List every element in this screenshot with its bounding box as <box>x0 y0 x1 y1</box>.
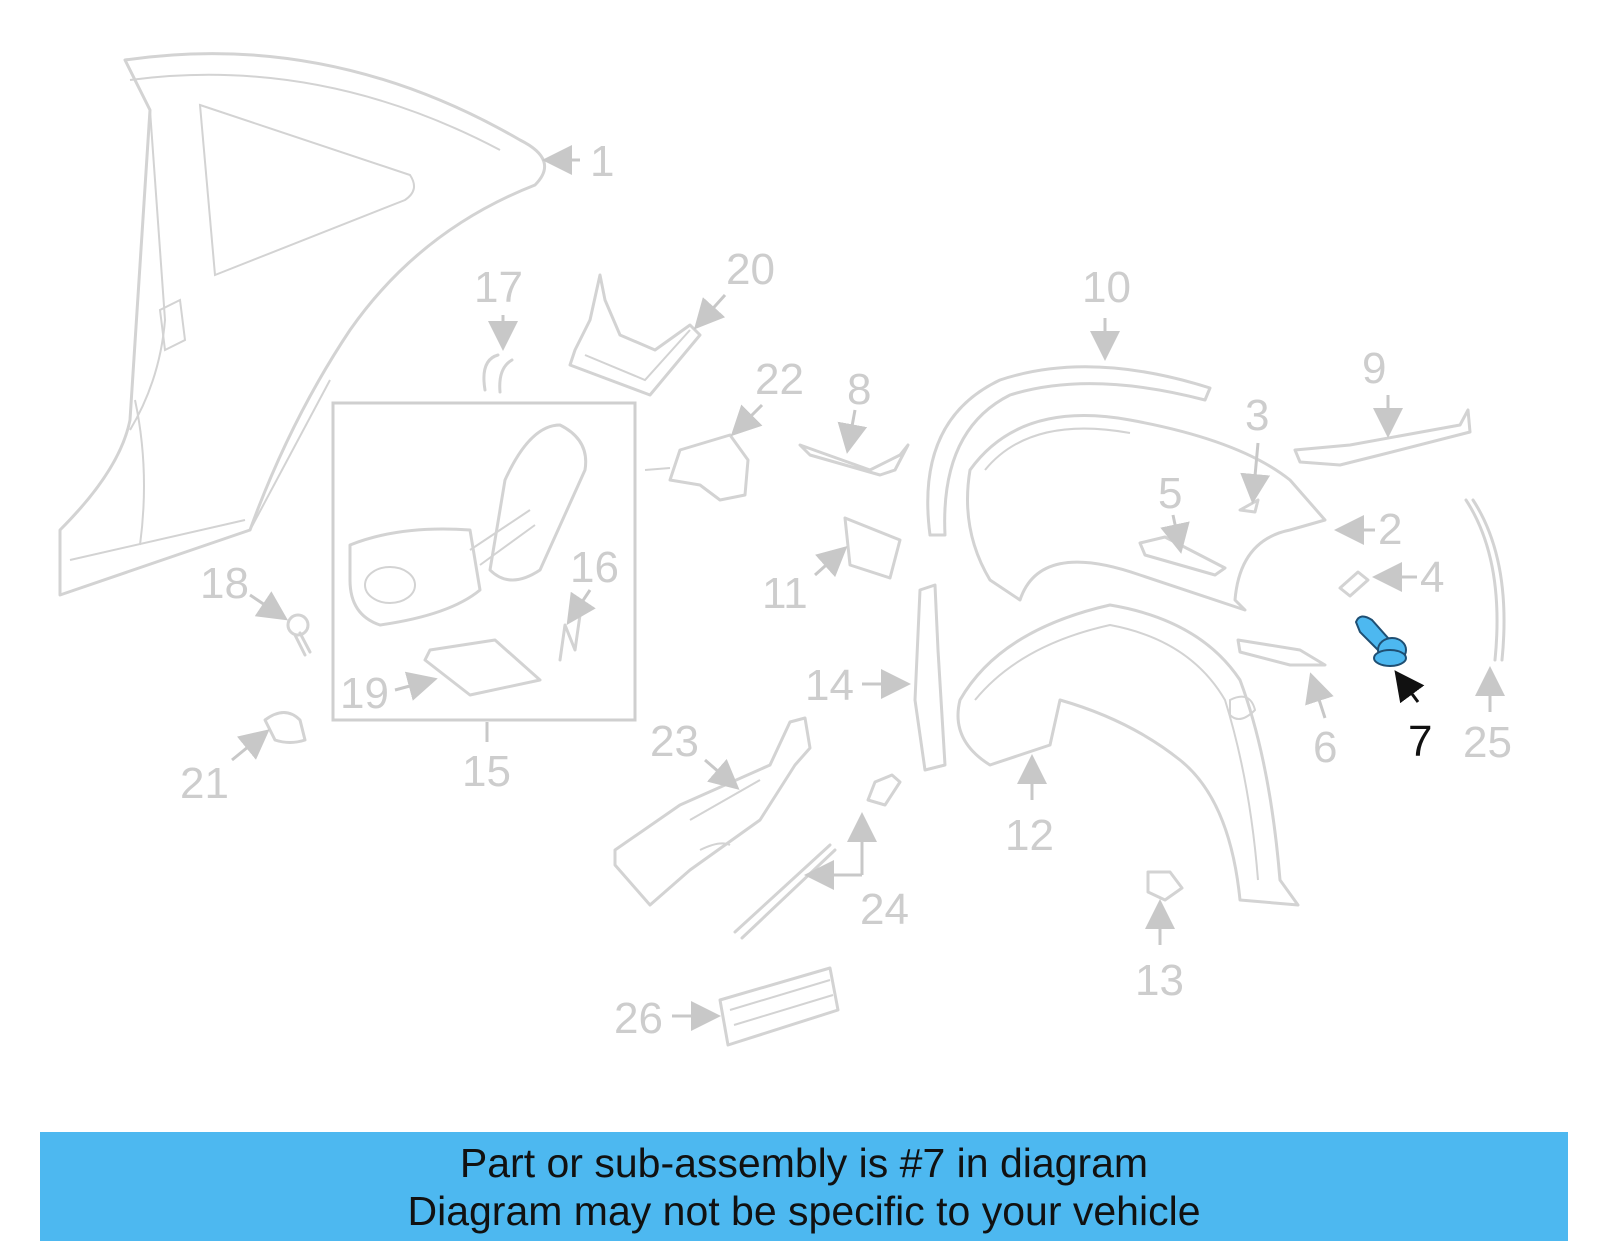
actuator-part-22 <box>644 433 750 502</box>
callout-1: 1 <box>542 137 614 186</box>
callout-9: 9 <box>1362 344 1403 438</box>
svg-text:8: 8 <box>847 365 871 414</box>
callout-10: 10 <box>1082 263 1131 361</box>
callout-2: 2 <box>1334 505 1402 554</box>
bracket-part-6 <box>1236 638 1327 667</box>
callout-14: 14 <box>805 661 911 710</box>
svg-text:25: 25 <box>1463 718 1512 767</box>
callout-20: 20 <box>693 245 775 330</box>
callout-12: 12 <box>1005 754 1054 860</box>
callout-23: 23 <box>650 717 740 790</box>
callout-6: 6 <box>1305 672 1337 772</box>
svg-text:1: 1 <box>590 137 614 186</box>
svg-text:3: 3 <box>1245 391 1269 440</box>
svg-text:13: 13 <box>1135 956 1184 1005</box>
caption-bar: Part or sub-assembly is #7 in diagram Di… <box>40 1132 1568 1241</box>
svg-text:23: 23 <box>650 717 699 766</box>
callout-5: 5 <box>1158 469 1190 554</box>
highlighted-screw-part-7 <box>1354 615 1407 667</box>
svg-text:9: 9 <box>1362 344 1386 393</box>
molding-part-10 <box>926 365 1212 537</box>
callout-26: 26 <box>614 994 721 1043</box>
clip-part-13 <box>1146 870 1184 902</box>
callout-8: 8 <box>837 365 871 454</box>
callout-17: 17 <box>474 263 523 351</box>
svg-text:10: 10 <box>1082 263 1131 312</box>
svg-text:24: 24 <box>860 885 909 934</box>
liner-part-2 <box>966 414 1327 612</box>
callout-25: 25 <box>1463 666 1512 767</box>
fuel-door-assembly-part-15 <box>331 401 637 722</box>
svg-text:18: 18 <box>200 559 249 608</box>
svg-text:4: 4 <box>1420 553 1444 602</box>
screw-part-18 <box>286 613 312 657</box>
callout-13: 13 <box>1135 899 1184 1005</box>
svg-text:6: 6 <box>1313 723 1337 772</box>
svg-text:17: 17 <box>474 263 523 312</box>
clip-part-3 <box>1238 498 1260 514</box>
svg-text:26: 26 <box>614 994 663 1043</box>
callout-19: 19 <box>340 669 438 718</box>
callout-7: 7 <box>1394 670 1432 766</box>
parts-diagram: 1 20 17 15 16 19 <box>58 52 1512 1047</box>
callout-21: 21 <box>180 729 270 808</box>
svg-text:2: 2 <box>1378 505 1402 554</box>
callout-18: 18 <box>200 559 288 621</box>
bracket-part-8 <box>798 443 910 477</box>
callout-16: 16 <box>566 543 619 625</box>
bracket-part-23 <box>613 716 812 907</box>
bracket-part-9 <box>1293 408 1472 467</box>
callout-24: 24 <box>804 812 909 934</box>
svg-text:11: 11 <box>762 569 808 618</box>
callout-15: 15 <box>462 722 511 796</box>
callout-4: 4 <box>1372 553 1444 602</box>
clip-part-17 <box>482 353 514 394</box>
clip-part-21 <box>263 711 307 744</box>
seal-part-25 <box>1464 498 1506 662</box>
callout-22: 22 <box>730 355 804 437</box>
caption-line-2: Diagram may not be specific to your vehi… <box>407 1187 1201 1234</box>
svg-text:14: 14 <box>805 661 854 710</box>
panel-part-11 <box>843 516 902 580</box>
bracket-part-5 <box>1138 535 1227 577</box>
svg-text:20: 20 <box>726 245 775 294</box>
caption-line-1: Part or sub-assembly is #7 in diagram <box>459 1139 1149 1186</box>
svg-text:16: 16 <box>570 543 619 592</box>
wheelhouse-liner-part-12 <box>956 603 1300 907</box>
molding-part-14 <box>913 583 947 772</box>
svg-text:15: 15 <box>462 747 511 796</box>
svg-text:12: 12 <box>1005 811 1054 860</box>
svg-text:21: 21 <box>180 759 229 808</box>
quarter-panel-part-1 <box>58 52 546 597</box>
svg-text:5: 5 <box>1158 469 1182 518</box>
bracket-part-20 <box>568 273 702 397</box>
callout-3: 3 <box>1240 391 1271 504</box>
callout-11: 11 <box>762 546 848 618</box>
svg-text:7: 7 <box>1408 717 1432 766</box>
svg-text:22: 22 <box>755 355 804 404</box>
svg-text:19: 19 <box>340 669 389 718</box>
vent-part-26 <box>718 966 840 1047</box>
clip-part-4 <box>1338 570 1370 598</box>
